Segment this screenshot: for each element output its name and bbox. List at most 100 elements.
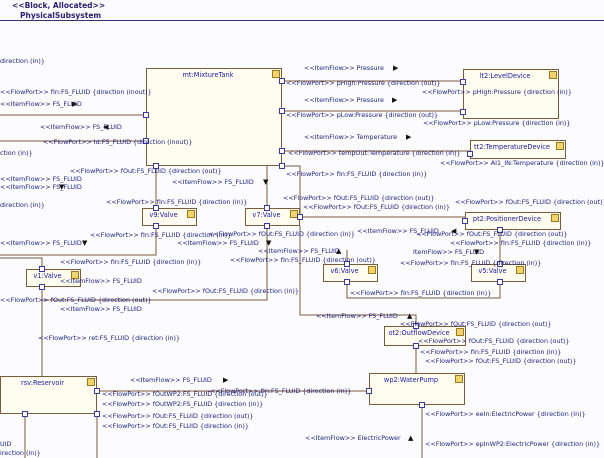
block-title: rsv:Reservoir (21, 379, 64, 387)
flow-port-label: <<FlowPort>> fOut:FS_FLUID {direction (o… (425, 357, 577, 365)
flow-port-label: ction (in)} (0, 149, 33, 157)
block-valve-v1[interactable]: v1:Valve (26, 269, 81, 287)
flow-port[interactable] (153, 223, 159, 229)
block-icon (71, 271, 79, 279)
block-icon (368, 266, 376, 274)
block-valve-v9[interactable]: v9:Valve (142, 208, 197, 226)
flow-port[interactable] (467, 151, 473, 157)
flow-port-label: <<FlowPort>> fOut:FS_FLUID {direction (o… (418, 337, 570, 345)
flow-port[interactable] (460, 109, 466, 115)
flow-port-label: UID (0, 440, 12, 448)
flow-direction-icon: ▶ (223, 376, 229, 384)
block-positioner-device[interactable]: pt2:PositionerDevice (465, 212, 561, 230)
flow-port-label: <<FlowPort>> pLow:Pressure {direction (i… (423, 119, 571, 127)
flow-port[interactable] (153, 163, 159, 169)
block-reservoir[interactable]: rsv:Reservoir (0, 376, 97, 414)
block-title: mt:MixtureTank (182, 71, 234, 79)
block-water-pump[interactable]: wp2:WaterPump (369, 373, 465, 405)
flow-direction-icon: ▶ (72, 100, 78, 108)
flow-port-label: irection (in)} (0, 449, 41, 457)
flow-direction-icon: ▼ (263, 178, 269, 186)
flow-port[interactable] (497, 279, 503, 285)
flow-port[interactable] (344, 261, 350, 267)
flow-port[interactable] (39, 266, 45, 272)
flow-direction-icon: ▼ (266, 239, 272, 247)
block-title: v1:Valve (33, 272, 62, 280)
item-flow-label: <<ItemFlow>> FS_FLUID (40, 123, 122, 131)
flow-port-label: <<FlowPort>> tempOut:Temperature {direct… (288, 149, 461, 157)
flow-port[interactable] (94, 411, 100, 417)
flow-port[interactable] (143, 138, 149, 144)
flow-port[interactable] (22, 411, 28, 417)
block-icon (455, 375, 463, 383)
block-title: tt2:TemperatureDevice (474, 143, 550, 151)
flow-direction-icon: ◀ (103, 123, 109, 131)
connector-line[interactable] (0, 226, 157, 256)
flow-port[interactable] (264, 223, 270, 229)
block-temperature-device[interactable]: tt2:TemperatureDevice (470, 140, 566, 159)
flow-port[interactable] (279, 108, 285, 114)
flow-port-label: <<FlowPort>> fIn:FS_FLUID {direction (in… (400, 259, 542, 267)
item-flow-label: <<ItemFlow>> FS_FLUID (0, 183, 82, 191)
flow-port[interactable] (462, 218, 468, 224)
block-valve-v6[interactable]: v6:Valve (323, 264, 378, 282)
connector-line[interactable] (346, 282, 501, 299)
flow-direction-icon: ▼ (59, 183, 65, 191)
block-title: v5:Valve (478, 267, 507, 275)
block-title: pt2:PositionerDevice (472, 215, 542, 223)
block-title: ot2:OutflowDevice (388, 329, 450, 337)
item-flow-label: <<ItemFlow>> FS_FLUID (172, 178, 254, 186)
connector-line[interactable] (41, 226, 268, 301)
frame-title: PhysicalSubsystem (20, 11, 102, 20)
block-valve-v7[interactable]: v7:Valve (245, 208, 300, 226)
flow-port-label: direction (in)} (0, 57, 45, 65)
flow-port-label: <<FlowPort>> pHigh:Pressure {direction (… (422, 88, 572, 96)
block-icon (272, 70, 280, 78)
flow-port[interactable] (279, 148, 285, 154)
flow-port[interactable] (94, 388, 100, 394)
flow-port-label: <<FlowPort>> fOut:FS_FLUID {direction (i… (152, 287, 299, 295)
flow-port-label: <<FlowPort>> fIn:FS_FLUID {direction (in… (0, 88, 152, 96)
connector-line[interactable] (299, 226, 417, 326)
flow-port[interactable] (497, 261, 503, 267)
flow-port[interactable] (413, 323, 419, 329)
flow-port[interactable] (497, 227, 503, 233)
flow-port[interactable] (39, 284, 45, 290)
flow-port-label: direction (in)} (0, 201, 45, 209)
item-flow-label: <<ItemFlow>> FS_FLUID (0, 239, 82, 247)
item-flow-label: <<ItemFlow>> FS_FLUID (357, 227, 439, 235)
flow-direction-icon: ▶ (406, 133, 412, 141)
flow-port[interactable] (419, 402, 425, 408)
block-mixture-tank[interactable]: mt:MixtureTank (146, 68, 282, 166)
flow-port[interactable] (143, 112, 149, 118)
flow-port[interactable] (460, 79, 466, 85)
connector-line[interactable] (0, 257, 43, 269)
block-level-device[interactable]: lt2:LevelDevice (463, 69, 559, 119)
flow-port-label: <<FlowPort>> fOut:FS_FLUID {direction (i… (102, 422, 249, 430)
flow-direction-icon: ▶ (393, 64, 399, 72)
flow-port-label: <<FlowPort>> fIn:FS_FLUID {direction (in… (60, 258, 202, 266)
flow-port[interactable] (297, 214, 303, 220)
flow-port[interactable] (279, 163, 285, 169)
flow-direction-icon: ▲ (407, 312, 413, 320)
flow-port-label: <<FlowPort>> fOut:FS_FLUID {direction (o… (283, 194, 435, 202)
flow-port-label: <<FlowPort>> fOut:FS_FLUID {direction (o… (455, 198, 604, 206)
item-flow-label: <<ItemFlow>> ElectricPower (305, 434, 401, 442)
flow-port-label: <<FlowPort>> fOut:FS_FLUID {direction (o… (400, 320, 552, 328)
block-icon (551, 214, 559, 222)
diagram-frame-header: <<Block, Allocated>> PhysicalSubsystem (0, 0, 604, 21)
flow-port[interactable] (366, 388, 372, 394)
block-outflow-device[interactable]: ot2:OutflowDevice (384, 326, 466, 346)
flow-port-label: <<FlowPort>> fOut:FS_FLUID {direction (o… (0, 296, 152, 304)
flow-port[interactable] (344, 279, 350, 285)
flow-port[interactable] (413, 343, 419, 349)
flow-port[interactable] (264, 205, 270, 211)
flow-port-label: <<FlowPort>> epInWP2:ElectricPower {dire… (425, 440, 601, 448)
flow-direction-icon: ▼ (82, 239, 88, 247)
flow-port-label: <<FlowPort>> fOut:FS_FLUID {direction (i… (303, 203, 450, 211)
flow-port[interactable] (153, 205, 159, 211)
block-title: lt2:LevelDevice (479, 72, 531, 80)
connector-line[interactable] (282, 165, 301, 217)
flow-port[interactable] (279, 78, 285, 84)
